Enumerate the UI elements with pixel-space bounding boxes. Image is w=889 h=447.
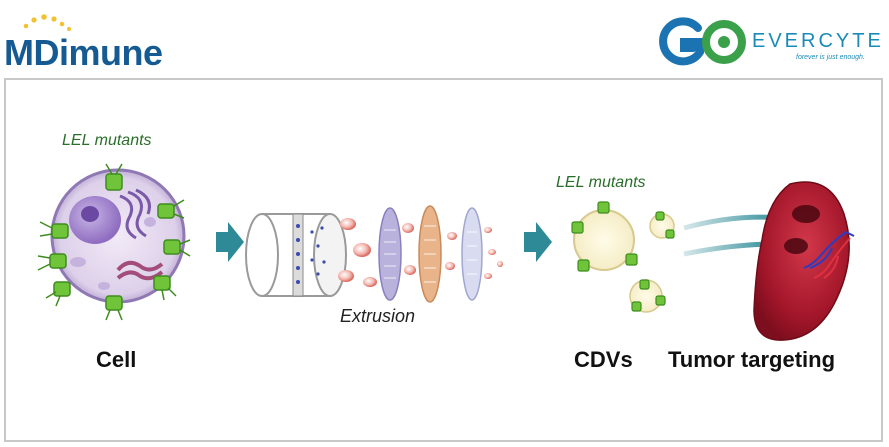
organ-tumor-illustration — [753, 181, 855, 341]
label-cell: Cell — [96, 347, 137, 372]
header: MDimune EVERCYTE forever is just enough. — [0, 0, 889, 74]
mdimune-logo: MDimune — [4, 12, 214, 73]
extrusion-vesicles — [338, 218, 503, 287]
cell-lel-proteins — [37, 163, 191, 321]
evercyte-go-icon — [659, 17, 746, 66]
evercyte-logo: EVERCYTE forever is just enough. — [658, 16, 886, 68]
evercyte-wordmark: EVERCYTE — [752, 30, 884, 52]
evercyte-tagline: forever is just enough. — [796, 54, 865, 61]
label-extrusion: Extrusion — [340, 306, 416, 326]
label-tumor-targeting: Tumor targeting — [668, 347, 836, 372]
extruder-membrane — [245, 213, 347, 297]
arrow-2-icon — [524, 222, 552, 262]
label-lel-mutants-cell: LEL mutants — [62, 132, 152, 149]
extrusion-filters — [378, 205, 483, 303]
cdv-lel-proteins — [571, 201, 675, 312]
arrow-1-icon — [216, 222, 244, 262]
label-lel-mutants-cdv: LEL mutants — [556, 174, 646, 191]
logo-dots-icon — [23, 14, 71, 31]
mdimune-wordmark: MDimune — [4, 32, 163, 73]
label-cdvs: CDVs — [574, 347, 633, 372]
